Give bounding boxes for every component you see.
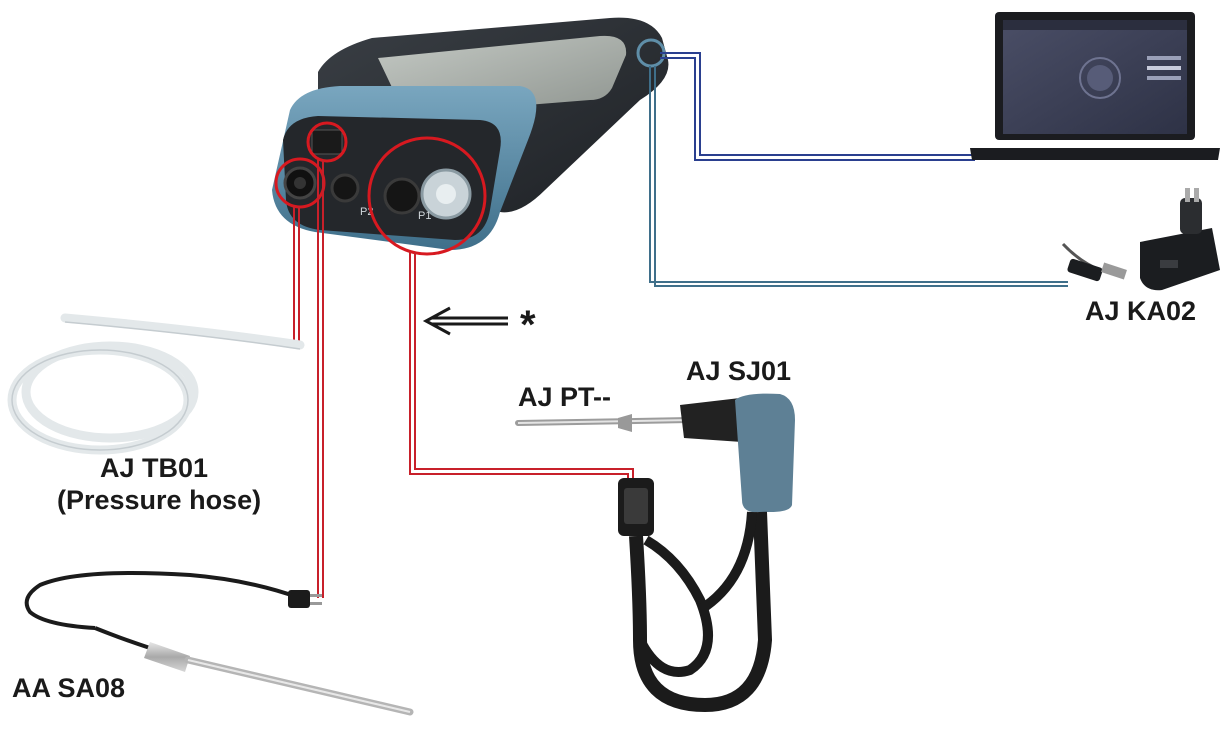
- double-arrow-left-icon: [422, 306, 508, 336]
- pressure-hose-desc-label: (Pressure hose): [57, 485, 262, 515]
- temperature-probe-icon: [24, 570, 414, 716]
- red-connector-lines: [293, 160, 634, 598]
- flue-gas-analyzer-icon: P2 P1: [272, 17, 669, 256]
- gas-port-highlight: [367, 136, 487, 256]
- coiled-pressure-hose-icon: [7, 313, 305, 455]
- sampling-probe-handle-icon: [515, 393, 795, 713]
- laptop-icon: [970, 12, 1220, 160]
- asterisk-note-marker: *: [520, 303, 536, 347]
- sampling-tube-label: AJ PT--: [518, 382, 612, 412]
- pressure-port-highlight: [306, 121, 348, 163]
- temperature-probe-label: AA SA08: [12, 673, 126, 703]
- pressure-hose-code-label: AJ TB01: [100, 453, 209, 483]
- blue-connector-lines: [649, 52, 1068, 287]
- usb-charger-icon: [1061, 188, 1220, 291]
- charger-label: AJ KA02: [1085, 296, 1197, 326]
- port-p1-label: P1: [418, 210, 431, 222]
- sampling-handle-label: AJ SJ01: [686, 356, 792, 386]
